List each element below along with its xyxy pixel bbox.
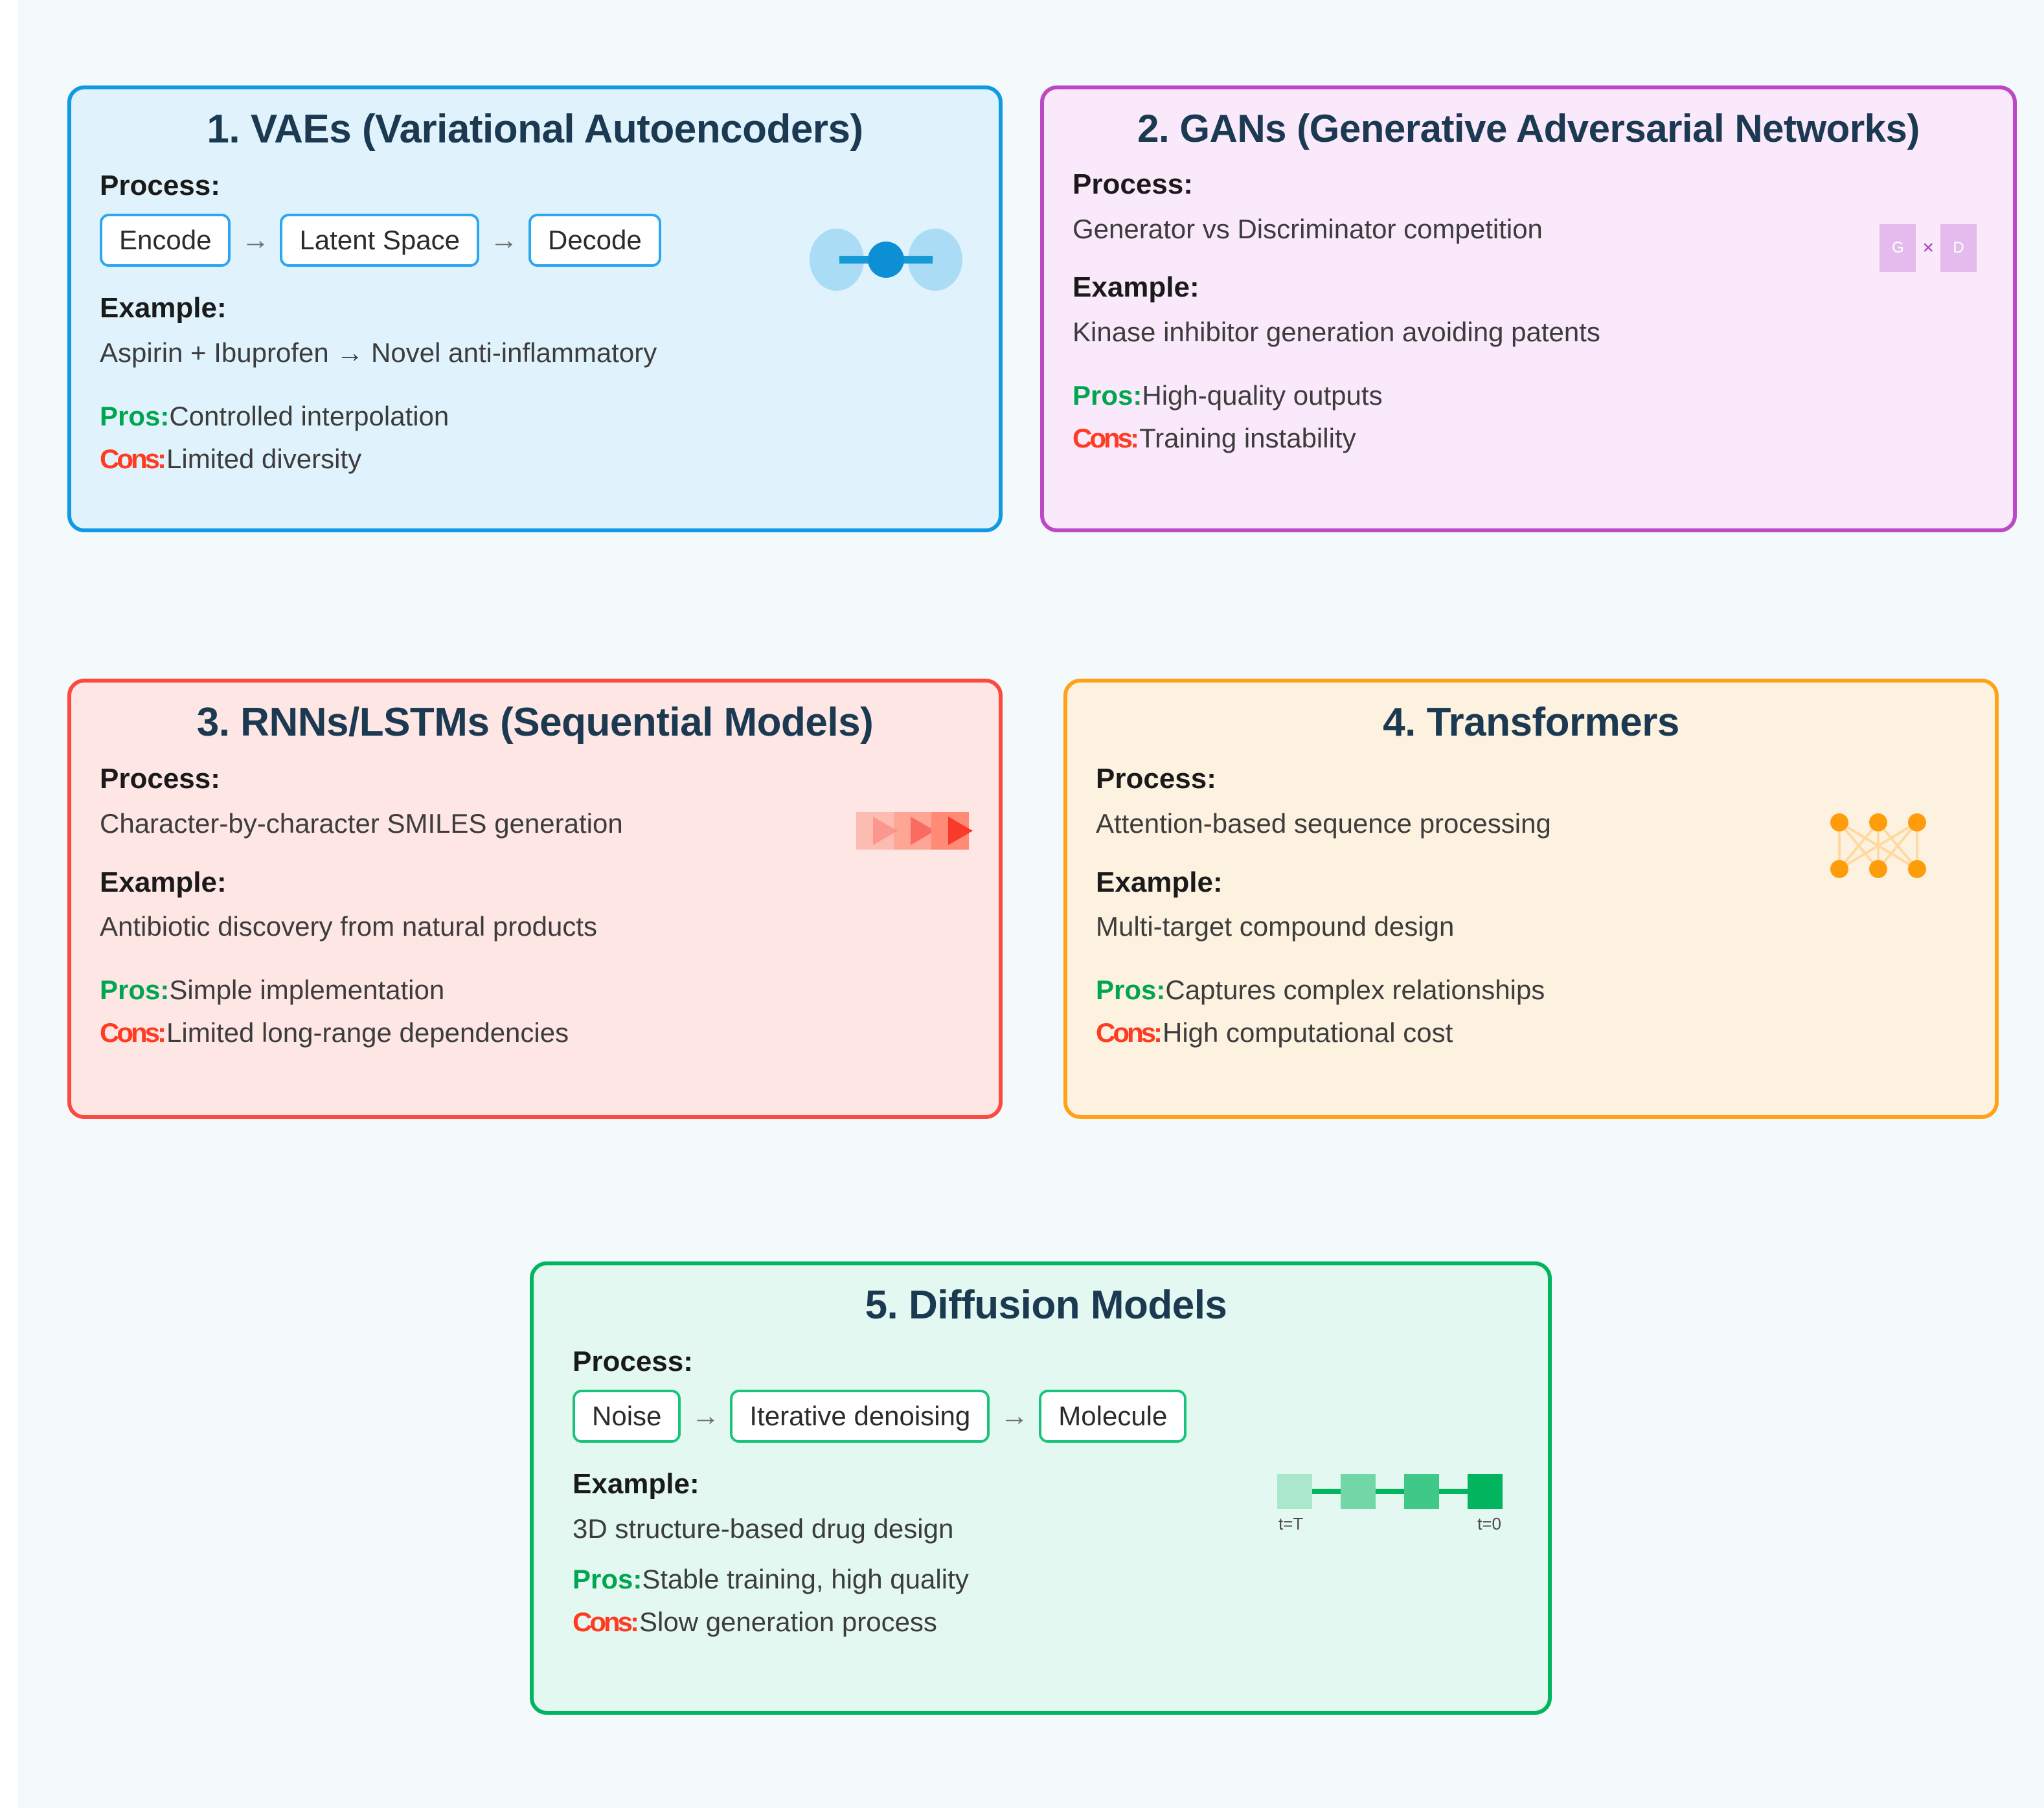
process-label: Process:	[573, 1346, 693, 1378]
denoise-link	[1376, 1489, 1404, 1494]
cons-line: Cons:Limited diversity	[100, 443, 970, 475]
cons-line: Cons:High computational cost	[1096, 1017, 1966, 1049]
cons-text: Limited diversity	[166, 444, 362, 475]
cons-label: Cons:	[100, 1017, 166, 1048]
card-diffusion: 5. Diffusion Models Process: Noise → Ite…	[530, 1261, 1552, 1715]
pros-text: Controlled interpolation	[169, 400, 449, 431]
example-label: Example:	[1073, 271, 1199, 304]
example-label: Example:	[100, 866, 227, 898]
example-text: Aspirin + Ibuprofen → Novel anti-inflamm…	[100, 337, 657, 368]
pros-line: Pros:High-quality outputs	[1073, 379, 1984, 412]
denoise-step	[1404, 1474, 1439, 1509]
card-title: 2. GANs (Generative Adversarial Networks…	[1137, 107, 1920, 150]
process-label: Process:	[100, 763, 220, 795]
process-text: Attention-based sequence processing	[1096, 808, 1551, 839]
discriminator-badge: D	[1940, 224, 1977, 272]
timeline-label-start: t=T	[1278, 1514, 1304, 1533]
generator-badge: G	[1879, 224, 1916, 272]
denoise-step	[1341, 1474, 1376, 1509]
pros-label: Pros:	[100, 400, 170, 431]
page-canvas: 1. VAEs (Variational Autoencoders) Proce…	[18, 0, 2044, 1808]
cons-label: Cons:	[573, 1607, 639, 1638]
example-text: Multi-target compound design	[1096, 911, 1455, 942]
card-gan: 2. GANs (Generative Adversarial Networks…	[1040, 85, 2017, 532]
pros-text: High-quality outputs	[1142, 379, 1383, 411]
latent-space-icon	[810, 229, 962, 291]
example-label: Example:	[573, 1468, 699, 1500]
example-label: Example:	[100, 292, 227, 324]
denoise-step	[1468, 1474, 1503, 1509]
arrow-right-icon: →	[1000, 1400, 1029, 1432]
generator-discriminator-icon: G × D	[1879, 224, 1977, 272]
pros-label: Pros:	[1096, 974, 1166, 1005]
card-transformers: 4. Transformers Process: Attention-based…	[1063, 679, 1999, 1119]
example-text: Kinase inhibitor generation avoiding pat…	[1073, 317, 1600, 348]
denoise-link	[1439, 1489, 1468, 1494]
sequence-cells-icon	[856, 812, 973, 850]
card-title: 3. RNNs/LSTMs (Sequential Models)	[196, 700, 874, 745]
example-label: Example:	[1096, 866, 1223, 898]
pros-label: Pros:	[1073, 379, 1142, 411]
flow-step-noise[interactable]: Noise	[573, 1390, 681, 1443]
denoising-timeline-icon: t=T t=0	[1277, 1474, 1503, 1537]
pros-line: Pros:Controlled interpolation	[100, 400, 970, 433]
arrow-right-icon	[911, 817, 935, 845]
cons-line: Cons:Limited long-range dependencies	[100, 1017, 970, 1049]
arrow-right-icon: →	[489, 224, 518, 256]
sequence-cell	[931, 812, 973, 850]
process-flow: Encode → Latent Space → Decode	[100, 214, 970, 267]
versus-x-icon: ×	[1922, 237, 1934, 258]
flow-step-encode[interactable]: Encode	[100, 214, 231, 267]
arrow-right-icon: →	[691, 1400, 720, 1432]
process-label: Process:	[1096, 763, 1216, 795]
flow-step-molecule[interactable]: Molecule	[1039, 1390, 1187, 1443]
pros-line: Pros:Stable training, high quality	[573, 1563, 1519, 1596]
flow-step-latent-space[interactable]: Latent Space	[280, 214, 479, 267]
pros-label: Pros:	[573, 1563, 642, 1594]
denoise-step	[1277, 1474, 1312, 1509]
cons-line: Cons:Training instability	[1073, 422, 1984, 455]
process-text: Generator vs Discriminator competition	[1073, 213, 1543, 244]
card-title: 4. Transformers	[1383, 700, 1679, 745]
card-title: 1. VAEs (Variational Autoencoders)	[207, 107, 863, 152]
process-label: Process:	[1073, 168, 1193, 200]
pros-label: Pros:	[100, 974, 170, 1005]
card-rnn: 3. RNNs/LSTMs (Sequential Models) Proces…	[67, 679, 1003, 1119]
sequence-cell	[894, 812, 935, 850]
arrow-right-icon: →	[241, 224, 270, 256]
process-label: Process:	[100, 170, 220, 202]
pros-text: Stable training, high quality	[642, 1563, 969, 1594]
flow-step-iterative-denoising[interactable]: Iterative denoising	[730, 1390, 990, 1443]
attention-network-icon	[1830, 813, 1926, 878]
cons-line: Cons:Slow generation process	[573, 1606, 1519, 1638]
cons-label: Cons:	[100, 444, 166, 475]
denoising-track	[1277, 1474, 1503, 1509]
timeline-label-end: t=0	[1477, 1514, 1501, 1533]
example-text: 3D structure-based drug design	[573, 1513, 954, 1544]
cons-text: Slow generation process	[639, 1607, 937, 1638]
pros-line: Pros:Captures complex relationships	[1096, 974, 1966, 1006]
sequence-cell	[856, 812, 898, 850]
denoise-link	[1312, 1489, 1341, 1494]
cons-text: High computational cost	[1163, 1017, 1453, 1048]
cons-text: Limited long-range dependencies	[166, 1017, 569, 1048]
cons-label: Cons:	[1096, 1017, 1163, 1048]
cons-label: Cons:	[1073, 422, 1139, 453]
pros-line: Pros:Simple implementation	[100, 974, 970, 1006]
flow-step-decode[interactable]: Decode	[528, 214, 661, 267]
pros-text: Simple implementation	[169, 974, 445, 1005]
card-title: 5. Diffusion Models	[865, 1283, 1227, 1328]
card-vae: 1. VAEs (Variational Autoencoders) Proce…	[67, 85, 1003, 532]
arrow-right-icon	[948, 817, 973, 845]
example-text: Antibiotic discovery from natural produc…	[100, 911, 597, 942]
arrow-right-icon	[873, 817, 898, 845]
denoise-axis-labels: t=T t=0	[1277, 1515, 1503, 1537]
pros-text: Captures complex relationships	[1165, 974, 1545, 1005]
cons-text: Training instability	[1139, 422, 1356, 453]
process-text: Character-by-character SMILES generation	[100, 808, 623, 839]
process-flow: Noise → Iterative denoising → Molecule	[573, 1390, 1519, 1443]
